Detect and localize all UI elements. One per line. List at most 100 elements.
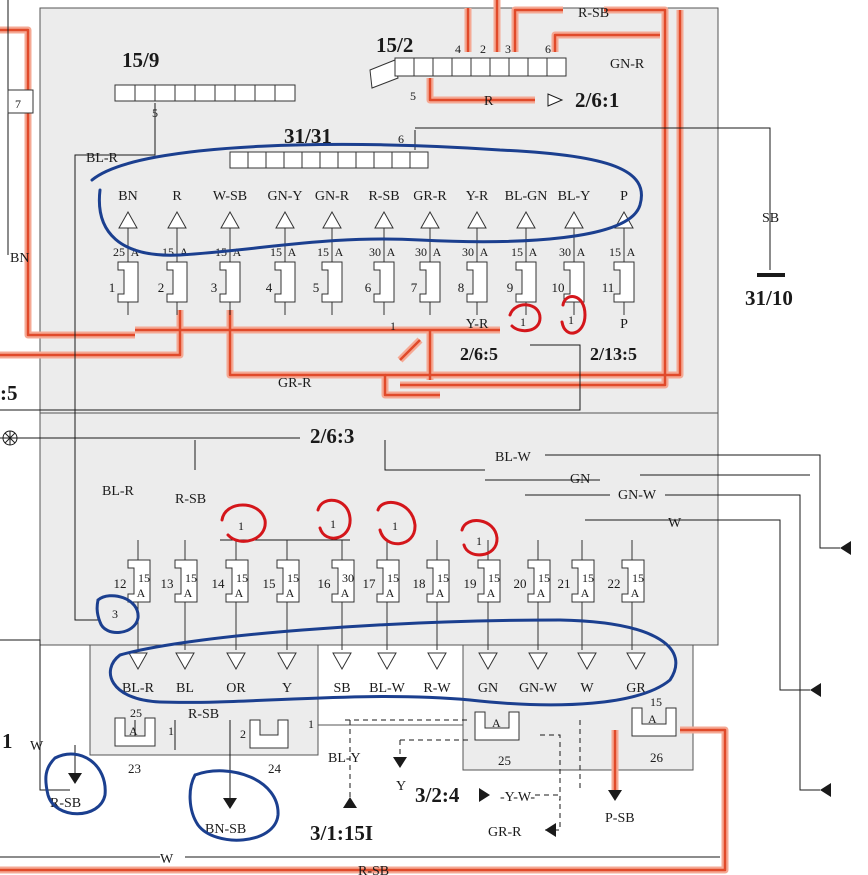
connector-15-9-block [114, 84, 296, 102]
fuse-amp-unit: A [433, 245, 442, 259]
arrow-down-icon [393, 757, 407, 768]
pin-label: 2 [240, 727, 246, 741]
wire-label: W [160, 852, 174, 867]
fuse-wire-color: R-SB [368, 189, 399, 204]
connector-7-box [7, 89, 34, 114]
red-circle-fuse-9 [508, 303, 542, 333]
connector-15-9-cell [254, 84, 276, 102]
connector-15-9-cell [174, 84, 196, 102]
output-wire-color: SB [333, 681, 350, 696]
wire-label: BN-SB [205, 822, 246, 837]
fuse-number: 17 [363, 576, 377, 591]
fuse-amp-rating: 25 [113, 245, 125, 259]
connector-15-2-label: 15/2 [376, 33, 413, 57]
output-wire-color: BL [176, 681, 194, 696]
pin-label: 1 [308, 717, 314, 731]
relay-24-body [249, 719, 289, 749]
fuse-body [276, 559, 300, 603]
fuse-amp-unit: A [137, 586, 146, 600]
relays: A 23 24 A 25 A 26 3 [112, 607, 677, 776]
connector-3-2-4-label: 3/2:4 [415, 783, 460, 807]
fuse-number: 19 [464, 576, 477, 591]
relay-26-body [631, 707, 677, 737]
fuse-number: 10 [552, 280, 565, 295]
fuse-amp-rating: 15 [582, 571, 594, 585]
connector-15-9-cell [134, 84, 156, 102]
fuse-below-label: P [620, 317, 628, 332]
connector-15-9-cell [114, 84, 136, 102]
fuse-body [419, 261, 441, 303]
wire-label: R-SB [358, 864, 389, 875]
output-triangle-icon [277, 652, 297, 671]
connector-15-9-cell [274, 84, 296, 102]
bottom-output-6: BL-W [369, 652, 406, 696]
annotation-digit: 1 [330, 517, 336, 531]
connector-15-2-tab [369, 59, 399, 89]
fuse-amp-rating: 30 [369, 245, 381, 259]
fuse-body [426, 559, 450, 603]
connector-2-13-5-label: 2/13:5 [590, 344, 637, 364]
bottom-output-7: R-W [423, 652, 451, 696]
wire-labels: R-SB GN-R R BL-R BN SB GR-R BL-W GN GN-W… [10, 6, 779, 875]
bottom-output-5: SB [332, 652, 352, 696]
relay-25: A 25 [474, 711, 520, 768]
blue-circle-top-fuse-labels [90, 142, 643, 257]
fuse-wire-color: P [620, 189, 628, 204]
pin-label: 1 [168, 724, 174, 738]
bottom-output-1: BL-R [122, 652, 155, 696]
output-triangle-icon [478, 652, 498, 671]
connector-left-partial-label: :5 [0, 381, 18, 405]
output-triangle-icon [226, 652, 246, 671]
connector-31-31-cell [373, 151, 393, 169]
fuse-amp-rating: 30 [415, 245, 427, 259]
annotation-digit: 1 [520, 315, 526, 329]
connector-labels: 15/9 15/2 31/31 2/6:1 31/10 2/6:5 2/13:5… [0, 33, 793, 845]
bottom-output-3: OR [226, 652, 246, 696]
fuse-wire-color: Y-R [466, 189, 489, 204]
fuse-body [376, 559, 400, 603]
fuse-wire-color: R [172, 189, 182, 204]
pin-label: 1 [390, 319, 396, 333]
red-circle-fuse-14 [220, 503, 267, 543]
wire-label: R-SB [50, 796, 81, 811]
connector-31-31-cell [301, 151, 321, 169]
output-wire-color: W [580, 681, 594, 696]
wire-label: -Y-W- [500, 790, 535, 805]
annotation-digit: 1 [238, 519, 244, 533]
relay-25-label: 25 [498, 753, 511, 768]
fuse-wire-color: GN-Y [268, 189, 303, 204]
fuse-amp-rating: 15 [185, 571, 197, 585]
connector-15-2-cell [546, 57, 567, 77]
bottom-output-8: GN [478, 652, 498, 696]
wire-label: GR-R [488, 825, 522, 840]
fuse-wire-color: BL-Y [558, 189, 591, 204]
connector-left-one-label: 1 [2, 729, 13, 753]
fuse-number: 4 [266, 280, 273, 295]
red-circle-fuse-16 [316, 498, 352, 540]
fuse-body [174, 559, 198, 603]
fuse-amp-rating: 15 [538, 571, 550, 585]
wire-label: GN-W [618, 488, 657, 503]
fuse-number: 3 [211, 280, 218, 295]
arrow-down-icon [68, 773, 82, 784]
fuse-amp-unit: A [577, 245, 586, 259]
relay-23: A 23 [114, 717, 156, 776]
connector-15-2-cell [394, 57, 415, 77]
relay-24: 24 [249, 719, 289, 776]
blue-marker-annotations [44, 142, 678, 842]
fuse-number: 5 [313, 280, 320, 295]
